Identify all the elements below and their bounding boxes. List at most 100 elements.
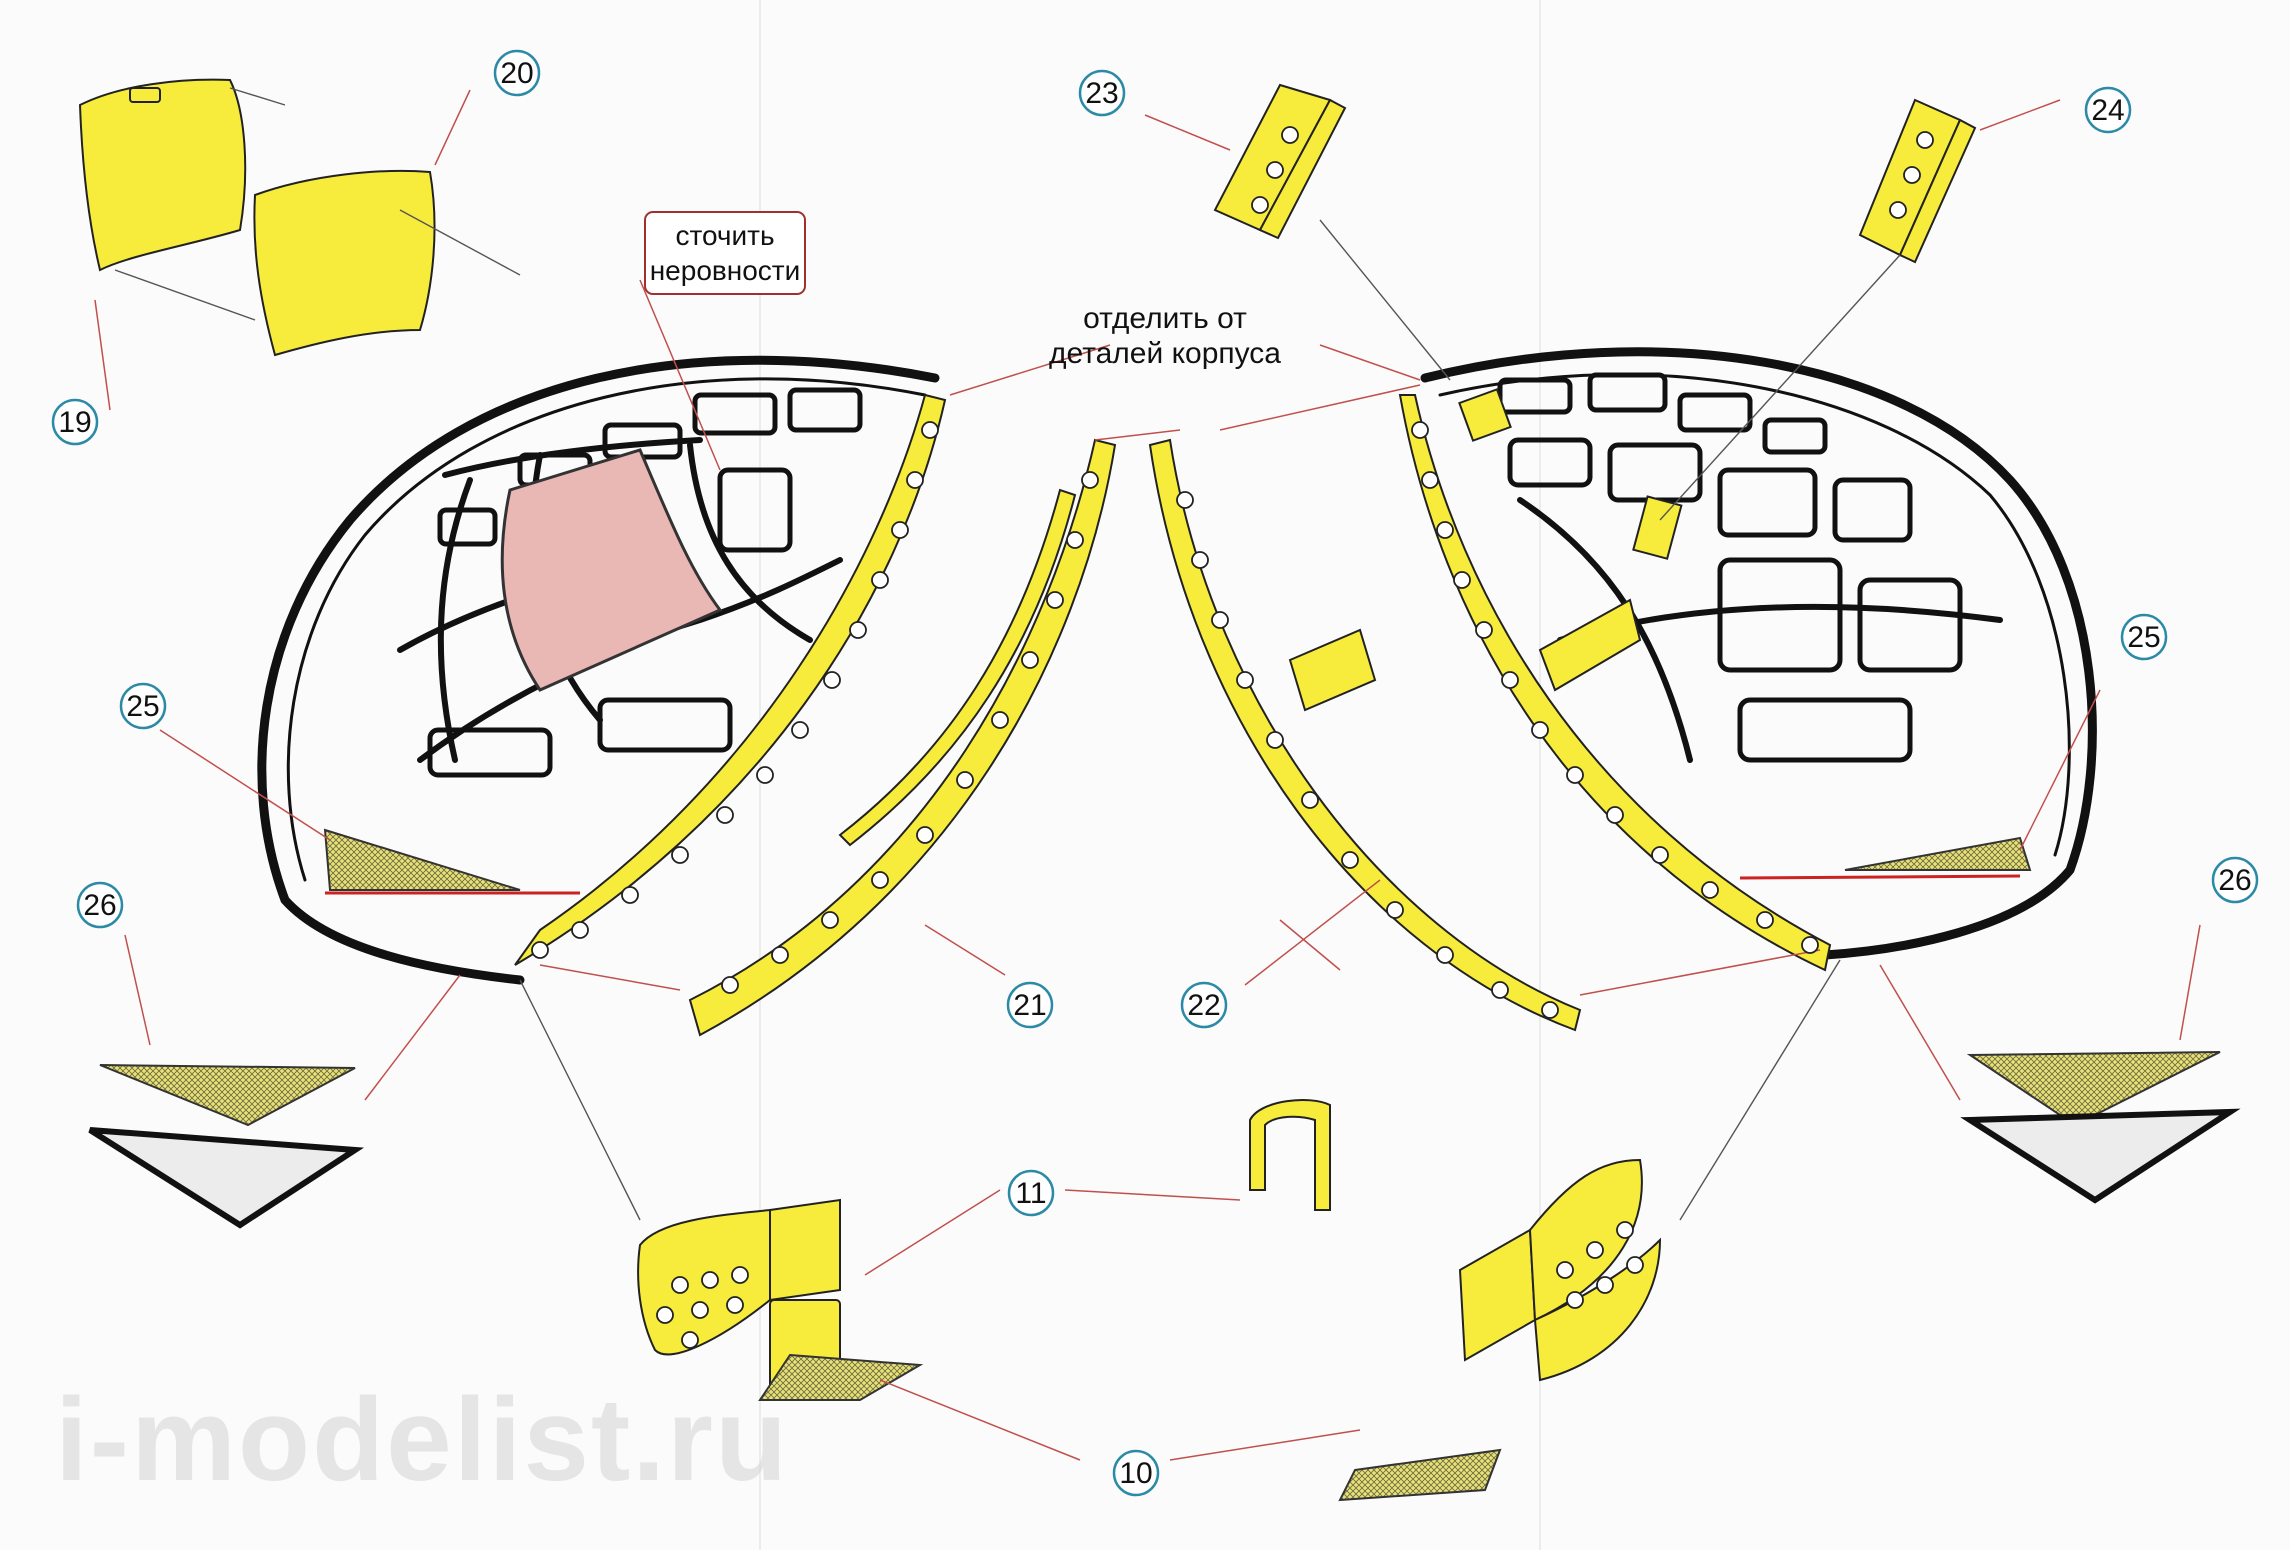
rivet-hole <box>1211 611 1229 629</box>
mesh-floor-part-26-right <box>1960 1051 2241 1204</box>
rivet-hole <box>1453 571 1471 589</box>
rivet-hole <box>1626 1256 1644 1274</box>
bracket-part-23 <box>1213 83 1347 240</box>
rivet-hole <box>1475 621 1493 639</box>
rivet-hole <box>1266 161 1284 179</box>
rivet-hole <box>681 1331 699 1349</box>
part-number-25-right: 25 <box>2120 613 2168 661</box>
panel-frame-part-20 <box>253 169 436 357</box>
part-number-11: 11 <box>1007 1169 1055 1217</box>
rivet-hole <box>1889 201 1907 219</box>
seat-assembly-right <box>1338 1158 1662 1502</box>
rivet-hole <box>871 871 889 889</box>
right-canopy-frame <box>1420 347 2097 960</box>
rivet-hole <box>1411 421 1429 439</box>
rivet-hole <box>1566 766 1584 784</box>
grind-note-line-2: неровности <box>650 255 801 286</box>
seat-back-part-11 <box>1249 1099 1331 1211</box>
separate-note-line-2: деталей корпуса <box>1049 337 1281 370</box>
rivet-hole <box>1236 671 1254 689</box>
svg-text:19: 19 <box>58 406 91 439</box>
rivet-hole <box>916 826 934 844</box>
right-frame-strip-inner <box>1398 394 1832 972</box>
rivet-hole <box>1566 1291 1584 1309</box>
rivet-hole <box>823 671 841 689</box>
rivet-hole <box>1281 126 1299 144</box>
rivet-hole <box>621 886 639 904</box>
part-number-24: 24 <box>2084 86 2132 134</box>
rivet-hole <box>721 976 739 994</box>
rivet-hole <box>1556 1261 1574 1279</box>
rivet-hole <box>671 846 689 864</box>
svg-text:26: 26 <box>2218 864 2251 897</box>
rivet-hole <box>1421 471 1439 489</box>
svg-text:26: 26 <box>83 889 116 922</box>
rivet-hole <box>1586 1241 1604 1259</box>
rivet-hole <box>956 771 974 789</box>
rivet-hole <box>1651 846 1669 864</box>
rivet-hole <box>906 471 924 489</box>
part-number-25-left: 25 <box>119 682 167 730</box>
svg-text:25: 25 <box>126 690 159 723</box>
svg-text:25: 25 <box>2127 621 2160 654</box>
part-number-20: 20 <box>493 49 541 97</box>
watermark-text: i-modelist.ru <box>55 1374 789 1506</box>
rivet-hole <box>1436 946 1454 964</box>
grind-note-callout: сточить неровности <box>644 211 806 295</box>
rivet-hole <box>691 1301 709 1319</box>
rivet-hole <box>1596 1276 1614 1294</box>
rivet-hole <box>1266 731 1284 749</box>
rivet-hole <box>791 721 809 739</box>
rivet-hole <box>671 1276 689 1294</box>
grind-note-line-1: сточить <box>675 220 774 251</box>
svg-text:21: 21 <box>1013 989 1046 1022</box>
rivet-hole <box>756 766 774 784</box>
rivet-hole <box>1046 591 1064 609</box>
rivet-hole <box>1341 851 1359 869</box>
rivet-hole <box>701 1271 719 1289</box>
leader-lines <box>94 87 2201 1461</box>
grind-highlight-area <box>500 448 723 692</box>
rivet-hole <box>771 946 789 964</box>
rivet-hole <box>1191 551 1209 569</box>
rivet-hole <box>1531 721 1549 739</box>
rivet-hole <box>1903 166 1921 184</box>
part-number-26-right: 26 <box>2211 856 2259 904</box>
part-number-22: 22 <box>1180 981 1228 1029</box>
rivet-hole <box>1251 196 1269 214</box>
part-number-10: 10 <box>1112 1449 1160 1497</box>
rivet-hole <box>531 941 549 959</box>
left-frame-strip-outer <box>688 438 1117 1037</box>
instrument-panel-part-19 <box>78 78 247 272</box>
rivet-hole <box>1616 1221 1634 1239</box>
rivet-hole <box>1501 671 1519 689</box>
rivet-hole <box>1386 901 1404 919</box>
part-number-23: 23 <box>1078 69 1126 117</box>
rivet-hole <box>571 921 589 939</box>
rivet-hole <box>716 806 734 824</box>
rivet-hole <box>991 711 1009 729</box>
rivet-hole <box>656 1306 674 1324</box>
rivet-hole <box>871 571 889 589</box>
separate-note-line-1: отделить от <box>1083 302 1247 335</box>
svg-text:20: 20 <box>500 57 533 90</box>
rivet-hole <box>1301 791 1319 809</box>
svg-text:23: 23 <box>1085 77 1118 110</box>
rivet-hole <box>921 421 939 439</box>
part-number-19: 19 <box>51 398 99 446</box>
right-frame-strip-outer <box>1148 438 1582 1032</box>
svg-text:24: 24 <box>2091 94 2124 127</box>
rivet-hole <box>731 1266 749 1284</box>
rivet-hole <box>1701 881 1719 899</box>
part-number-26-left: 26 <box>76 881 124 929</box>
part-number-21: 21 <box>1006 981 1054 1029</box>
separate-note-label: отделить от деталей корпуса <box>1049 302 1281 370</box>
rivet-hole <box>1491 981 1509 999</box>
svg-text:10: 10 <box>1119 1457 1152 1490</box>
svg-text:22: 22 <box>1187 989 1220 1022</box>
mesh-floor-part-26-left <box>88 1064 365 1229</box>
rivet-hole <box>849 621 867 639</box>
seat-assembly-left <box>637 1198 924 1401</box>
